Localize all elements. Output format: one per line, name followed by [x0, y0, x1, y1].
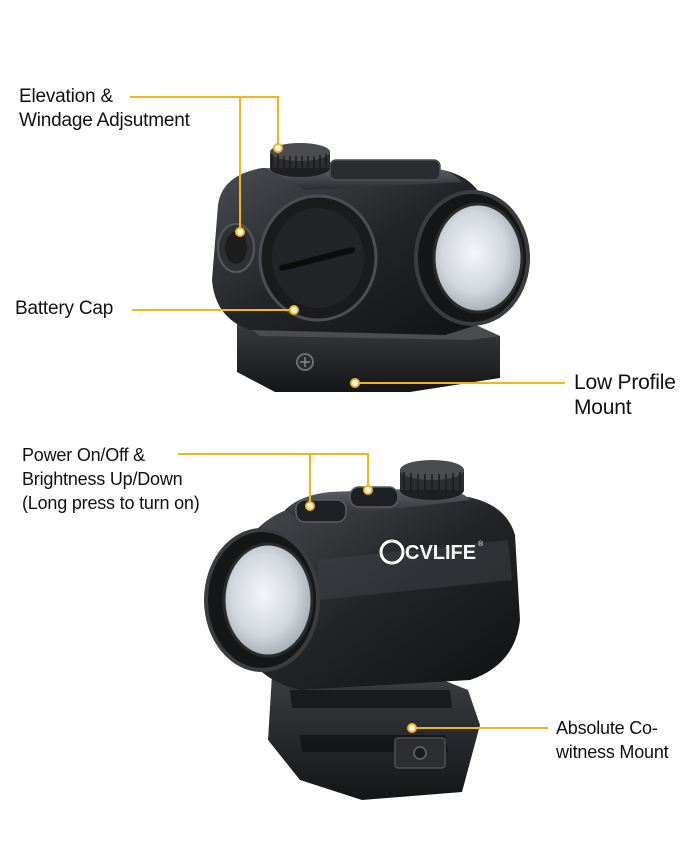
callout-power-line3: (Long press to turn on): [22, 493, 200, 513]
callout-low-profile-line1: Low Profile: [574, 371, 676, 394]
battery-cap-icon: [258, 194, 378, 322]
logo-text: CVLIFE: [405, 542, 476, 564]
bottom-sight: CVLIFE ®: [204, 460, 520, 800]
callout-low-profile-mount: Low Profile Mount: [574, 370, 676, 420]
callout-low-profile-line2: Mount: [574, 396, 632, 419]
callout-dots: [235, 143, 417, 733]
power-callout-line: [178, 453, 369, 490]
callout-lines: [130, 96, 565, 729]
windage-knob-icon: [217, 223, 255, 273]
top-knob-icon: [400, 460, 464, 500]
callout-power-brightness: Power On/Off & Brightness Up/Down (Long …: [22, 443, 200, 515]
brand-logo: CVLIFE ®: [379, 539, 484, 565]
callout-cowitness-line2: witness Mount: [556, 742, 669, 762]
front-lens-icon: [414, 190, 530, 326]
riser-screw-icon: [413, 746, 427, 760]
callout-battery-cap: Battery Cap: [15, 297, 113, 321]
callout-cowitness-mount: Absolute Co- witness Mount: [556, 716, 669, 764]
brightness-button-icon: [349, 486, 399, 508]
logo-ring-icon: [379, 539, 405, 565]
callout-elevation-windage: Elevation & Windage Adjsutment: [19, 85, 190, 133]
callout-battery-line1: Battery Cap: [15, 298, 114, 319]
callout-power-line2: Brightness Up/Down: [22, 469, 183, 489]
top-sight: [212, 143, 530, 392]
callout-elevation-line1: Elevation &: [19, 86, 113, 107]
callout-elevation-line2: Windage Adjsutment: [19, 110, 190, 131]
power-button-icon: [295, 499, 347, 523]
bottom-lens-icon: [204, 528, 320, 672]
callout-power-line1: Power On/Off &: [22, 445, 145, 465]
elevation-knob-icon: [270, 143, 330, 177]
elevation-callout-line: [130, 96, 279, 148]
registered-mark: ®: [478, 540, 484, 548]
callout-cowitness-line1: Absolute Co-: [556, 718, 658, 738]
